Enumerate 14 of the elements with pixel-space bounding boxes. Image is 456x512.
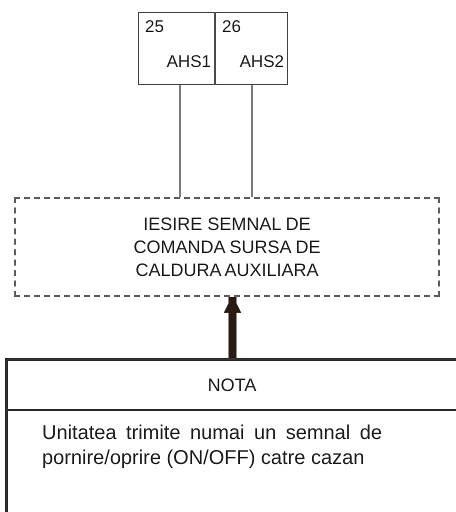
terminal-block xyxy=(215,12,288,85)
terminal-number: 25 xyxy=(145,17,164,37)
wire xyxy=(251,85,253,197)
signal-name: AHS1 xyxy=(166,52,211,72)
terminal-number: 26 xyxy=(222,17,241,37)
signal-name: AHS2 xyxy=(240,52,284,72)
box-label: IESIRE SEMNAL DE COMANDA SURSA DE CALDURA AUXILIARA xyxy=(132,212,322,282)
arrow xyxy=(224,295,242,358)
note-text: Unitatea trimite numai un semnal de pornire/oprire (ON/OFF) catre cazan xyxy=(41,421,382,471)
wire xyxy=(179,85,181,197)
note-heading: NOTA xyxy=(8,361,456,411)
terminal-block xyxy=(138,12,215,85)
signal-output-box xyxy=(14,197,440,297)
note-box xyxy=(5,358,456,512)
